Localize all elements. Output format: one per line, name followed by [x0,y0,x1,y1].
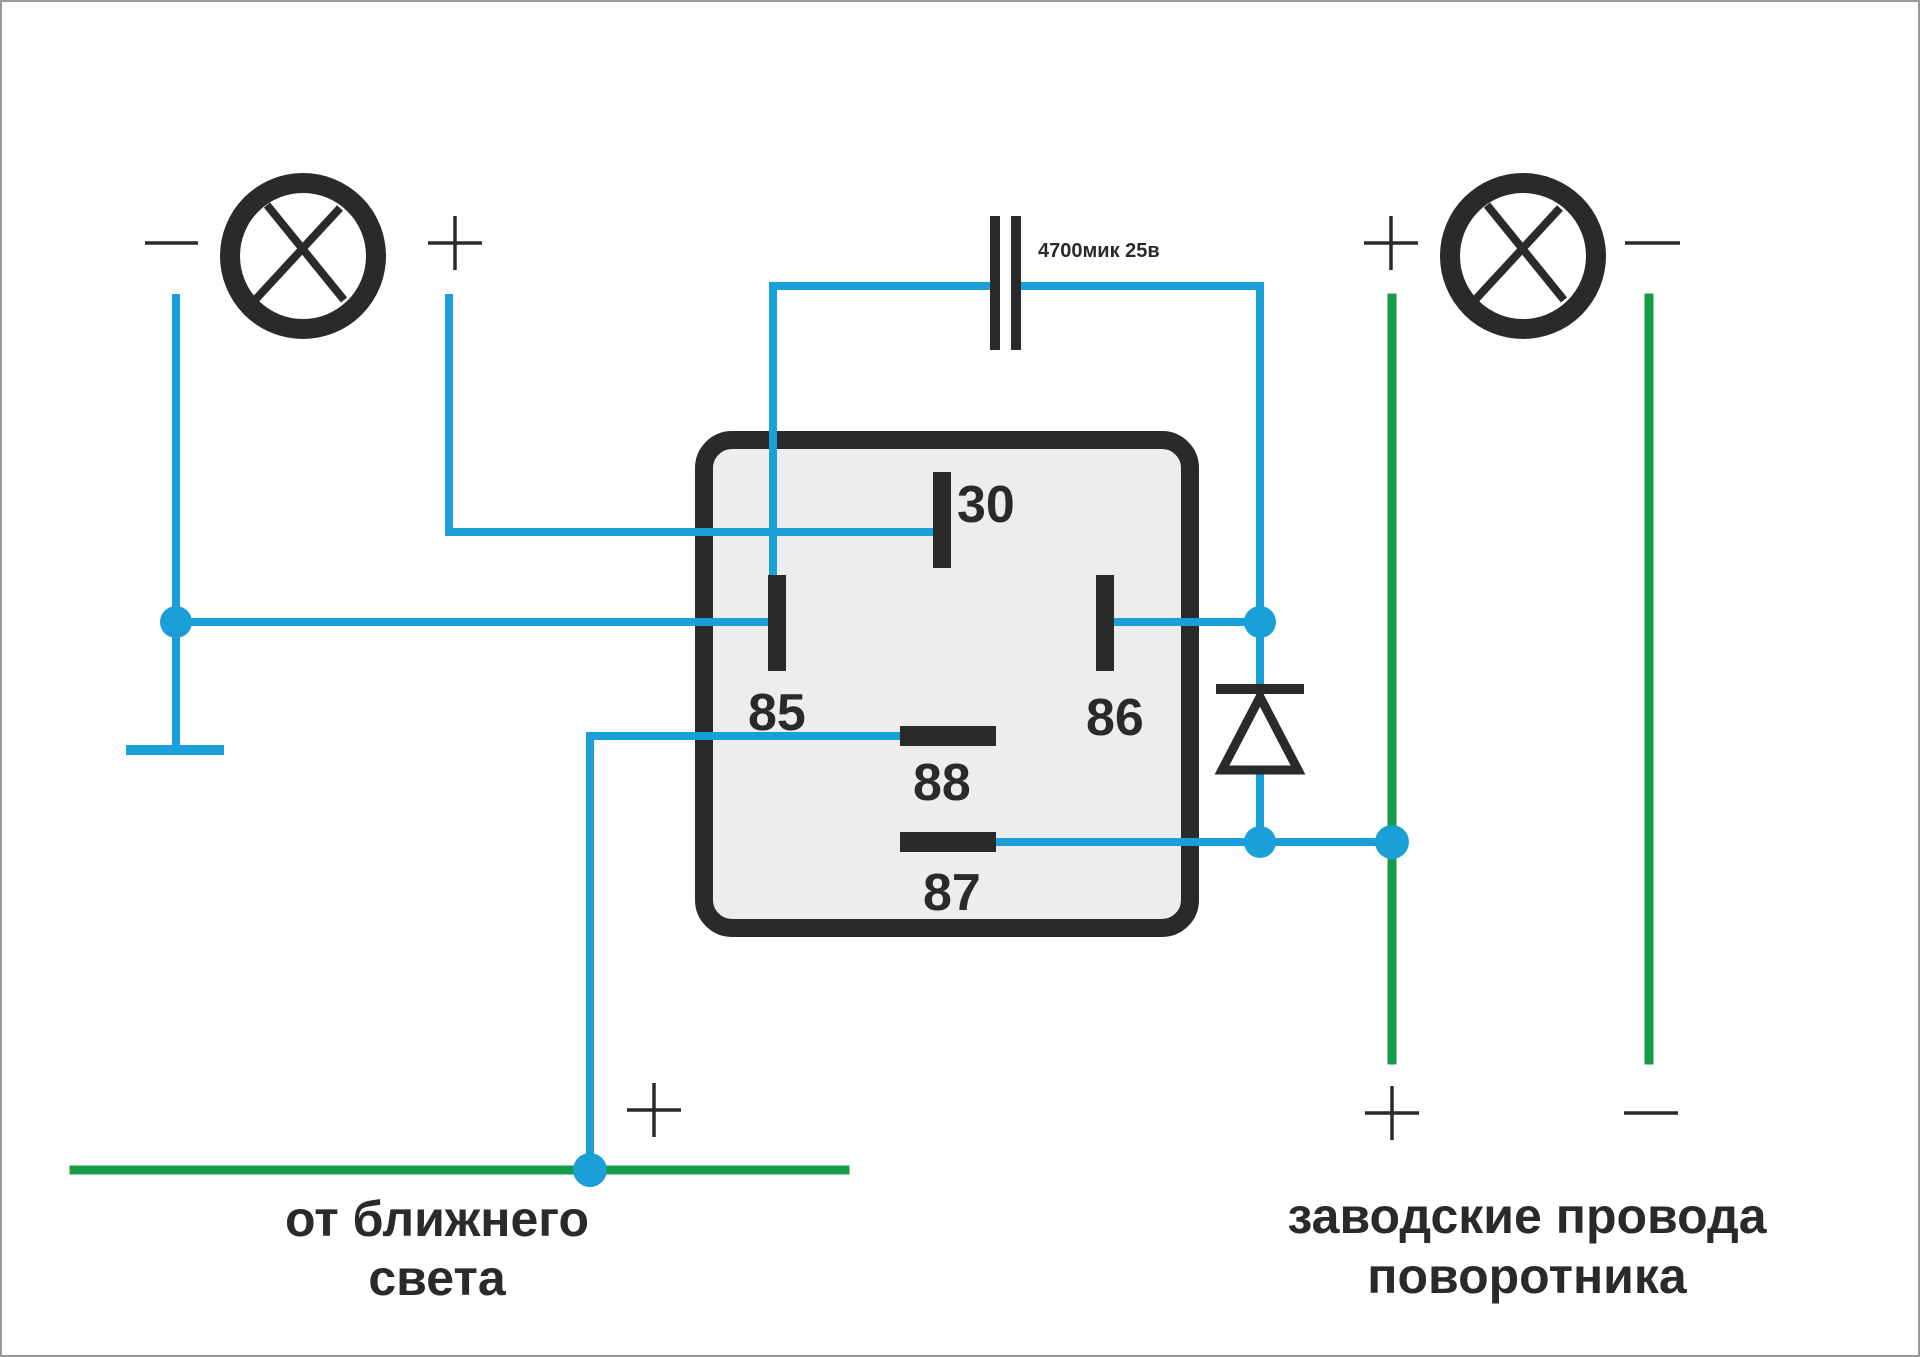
relay-pin-85 [768,575,786,671]
pin-label-86: 86 [1086,689,1144,747]
caption-turn-line2: поворотника [1367,1248,1688,1304]
caption-turn-line1: заводские провода [1287,1188,1767,1244]
wire-pin88-to-low-beam [586,732,904,1174]
relay-pin-86 [1096,575,1114,671]
low-beam-plus-sign [627,1083,681,1137]
pin-label-85: 85 [748,684,806,742]
junction-dot [160,606,192,638]
relay-pin-88 [900,726,996,746]
wire-capacitor-to-diode [1016,282,1264,846]
lamp-right-icon [1440,173,1606,339]
junction-dot [1244,826,1276,858]
lamp-left-icon [220,173,386,339]
turn-plus-sign [1365,1086,1419,1140]
junction-dot [573,1153,607,1187]
pin-label-87: 87 [923,864,981,922]
lamp-right-plus-sign [1364,216,1418,270]
pin-label-30: 30 [957,476,1015,534]
caption-low-beam-line2: света [368,1250,507,1306]
diode-icon [1214,684,1306,775]
relay-body [695,431,1199,937]
relay-pin-30 [933,472,951,568]
relay-pin-87 [900,832,996,852]
caption-low-beam-line1: от ближнего [285,1191,589,1247]
wire-pin85-to-capacitor [769,282,996,589]
lamp-left-plus-sign [428,216,482,270]
pin-label-88: 88 [913,754,971,812]
junction-dot [1375,825,1409,859]
junction-dot [1244,606,1276,638]
capacitor-label: 4700мик 25в [1038,240,1160,262]
capacitor-icon [990,216,1021,350]
